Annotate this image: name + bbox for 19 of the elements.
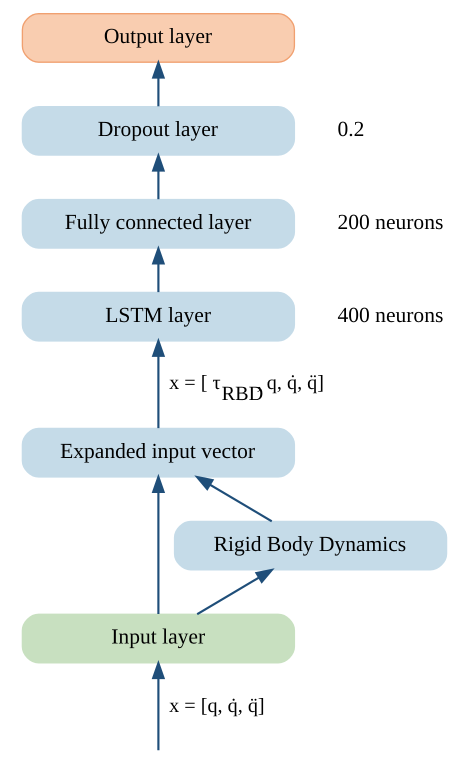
node-box: Rigid Body Dynamics bbox=[173, 520, 447, 571]
node-label: 400 neurons bbox=[336, 302, 443, 327]
node-box: Fully connected layer bbox=[21, 198, 295, 249]
arrow bbox=[196, 568, 274, 616]
arrow bbox=[151, 245, 165, 292]
node-label: 0.2 bbox=[337, 116, 364, 141]
node-box: Input layer bbox=[21, 614, 295, 664]
node-box: Dropout layer bbox=[21, 106, 295, 156]
arrow bbox=[151, 660, 165, 750]
node-label: 200 neurons bbox=[336, 210, 443, 234]
arrow bbox=[151, 474, 165, 614]
node-box: Expanded input vector bbox=[21, 428, 295, 478]
node-box: Output layer bbox=[21, 13, 295, 63]
arrow bbox=[194, 475, 272, 522]
node-box: LSTM layer bbox=[21, 292, 295, 342]
arrow bbox=[151, 60, 165, 106]
arrow bbox=[151, 152, 165, 200]
arrow bbox=[151, 338, 165, 428]
edge-label: x = [q, q̇, q̈] bbox=[168, 694, 264, 717]
